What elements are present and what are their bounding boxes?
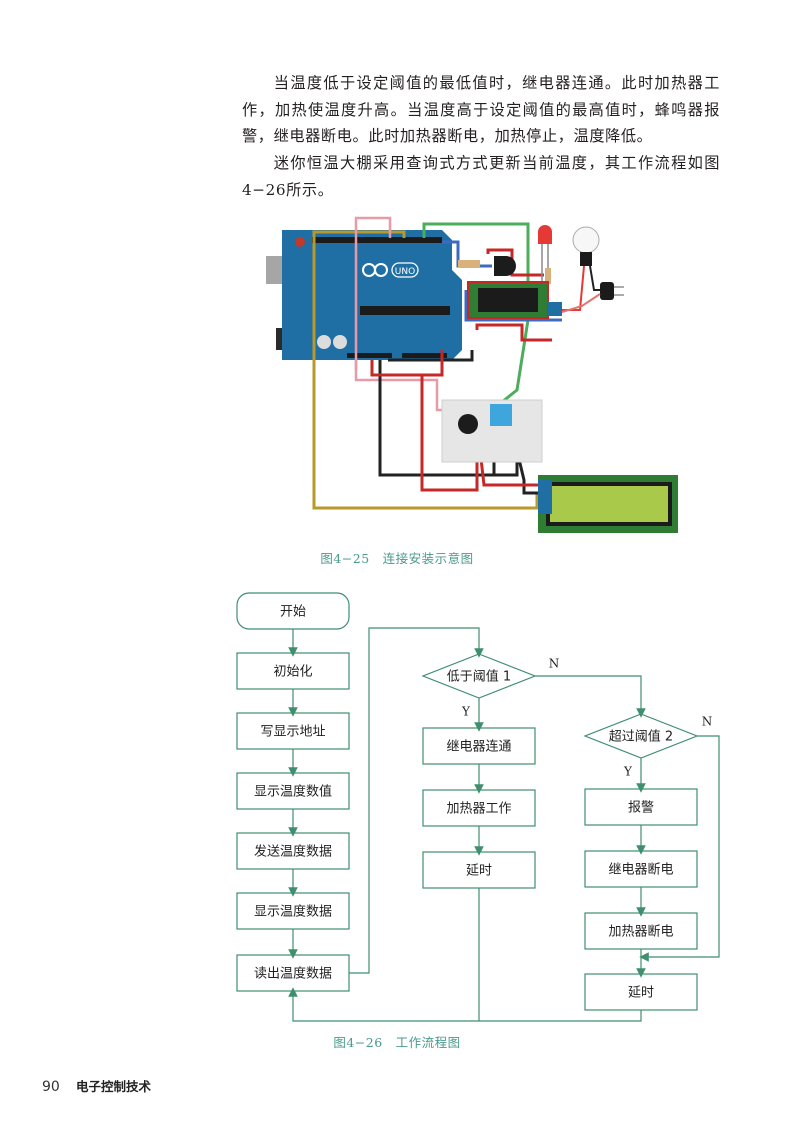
flow-step-4-label: 显示温度数值 (254, 784, 332, 800)
arduino-board (282, 230, 462, 360)
digital-header (312, 237, 442, 243)
figure-caption-4-26: 图4−26 工作流程图 (333, 1035, 461, 1050)
loop-connector (349, 627, 484, 974)
flow-step-2-label: 初始化 (273, 665, 312, 680)
branch2-step-3-label: 加热器断电 (608, 925, 673, 940)
analog-header (402, 353, 447, 358)
dht11-sensor (490, 404, 512, 426)
flow-step-5-label: 发送温度数据 (254, 844, 332, 860)
led-red (538, 225, 552, 284)
paragraph-2-text: 迷你恒温大棚采用查询式方式更新当前温度，其工作流程如图4−26所示。 (242, 154, 720, 199)
page-footer: 90 电子控制技术 (42, 1076, 151, 1095)
yes-label-1: Y (461, 705, 471, 719)
flow-step-3-label: 写显示地址 (260, 725, 325, 740)
flow-connector (639, 735, 720, 962)
yes-label-2: Y (623, 765, 633, 779)
board-label: UNO (395, 267, 415, 277)
power-header (347, 353, 392, 358)
paragraph-2: 迷你恒温大棚采用查询式方式更新当前温度，其工作流程如图4−26所示。 (242, 150, 720, 203)
figure-caption-4-25: 图4−25 连接安装示意图 (320, 551, 474, 566)
relay-module (467, 281, 562, 319)
no-label-1: N (549, 657, 560, 671)
branch2-step-1-label: 报警 (628, 800, 654, 816)
branch1-step-3-label: 延时 (466, 864, 492, 879)
arduino-logo: UNO (362, 262, 419, 278)
decision-2-label: 超过阈值 2 (609, 729, 673, 745)
flow-step-1-label: 开始 (280, 605, 306, 620)
decision-1-label: 低于阈值 1 (447, 669, 511, 685)
branch1-step-1-label: 继电器连通 (446, 739, 511, 755)
flow-step-6-label: 显示温度数据 (254, 904, 332, 920)
page-number: 90 (42, 1079, 60, 1095)
branch2-step-4-label: 延时 (628, 986, 654, 1001)
circuit-diagram: UNO (266, 216, 678, 533)
no-label-2: N (702, 715, 713, 729)
reset-button (295, 237, 305, 247)
return-connector (288, 987, 642, 1022)
flow-connector (535, 675, 646, 718)
flow-step-7-label: 读出温度数据 (254, 966, 332, 982)
lcd1602-display (538, 475, 678, 533)
book-title: 电子控制技术 (75, 1079, 151, 1094)
paragraph-1: 当温度低于设定阈值的最低值时，继电器连通。此时加热器工作，加热使温度升高。当温度… (242, 70, 720, 150)
resistor (458, 260, 480, 268)
atmega-chip (360, 306, 450, 315)
branch2-step-2-label: 继电器断电 (608, 863, 673, 878)
branch1-step-2-label: 加热器工作 (446, 802, 511, 817)
power-plug (561, 282, 624, 313)
buzzer (458, 414, 478, 434)
paragraph-1-text: 当温度低于设定阈值的最低值时，继电器连通。此时加热器工作，加热使温度升高。当温度… (242, 74, 720, 145)
transistor (494, 256, 516, 276)
